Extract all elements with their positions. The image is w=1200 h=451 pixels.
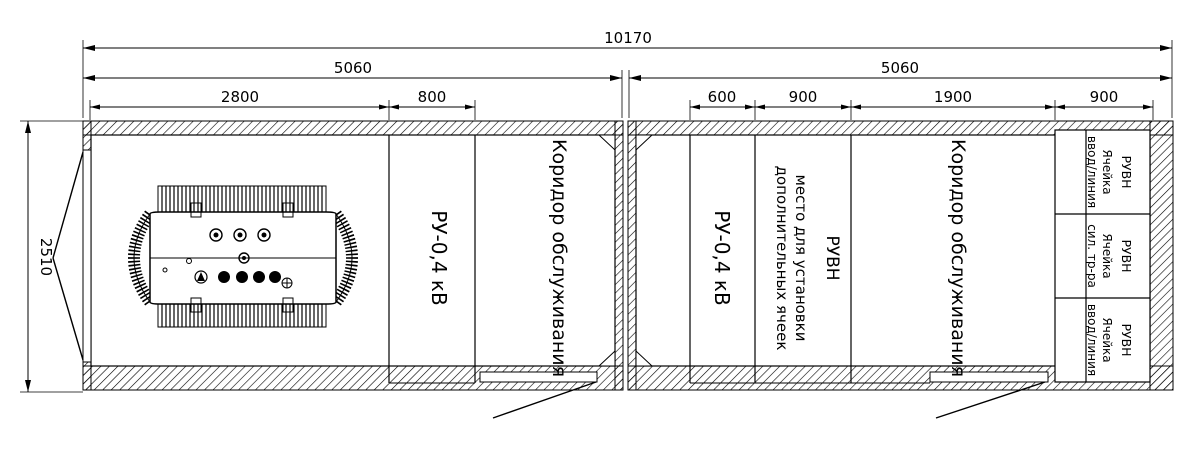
dimension-height: 2510 xyxy=(20,120,83,393)
svg-text:РУВН: РУВН xyxy=(1119,323,1134,356)
dimension-halves: 5060 5060 xyxy=(83,59,1172,118)
dimension-overall: 10170 xyxy=(82,29,1173,118)
left-corridor-label: Коридор обслуживания xyxy=(548,139,570,377)
svg-text:сил. тр-ра: сил. тр-ра xyxy=(1085,224,1099,288)
dim-height: 2510 xyxy=(37,238,55,276)
dim-right-corridor: 1900 xyxy=(934,88,972,106)
rvn-cells: РУВН Ячейка ввод/линия РУВН Ячейка сил. … xyxy=(1085,136,1134,376)
cell-input-line-top: РУВН Ячейка ввод/линия xyxy=(1085,136,1134,208)
dim-right-ru: 600 xyxy=(708,88,737,106)
rvn-title: РУВН xyxy=(822,235,842,280)
left-ru-label: РУ-0,4 кВ xyxy=(427,210,451,305)
svg-text:ввод/линия: ввод/линия xyxy=(1085,136,1099,208)
dimension-sections: 2800 800 600 900 1900 900 xyxy=(89,88,1154,120)
dim-transformer-room: 2800 xyxy=(221,88,259,106)
svg-text:ввод/линия: ввод/линия xyxy=(1085,304,1099,376)
dim-cells: 900 xyxy=(1090,88,1119,106)
radiator-right xyxy=(331,210,358,306)
svg-text:РУВН: РУВН xyxy=(1119,155,1134,188)
cell-input-line-bottom: РУВН Ячейка ввод/линия xyxy=(1085,304,1134,376)
doors xyxy=(52,151,1046,419)
dim-total-length: 10170 xyxy=(604,29,652,47)
room-dividers xyxy=(388,129,1151,384)
svg-text:РУВН: РУВН xyxy=(1119,239,1134,272)
right-corridor-label: Коридор обслуживания xyxy=(947,139,969,377)
right-ru-label: РУ-0,4 кВ xyxy=(710,210,734,305)
rvn-line1: место для установки xyxy=(792,175,810,342)
transformer-symbol xyxy=(128,185,358,328)
room-labels: РУ-0,4 кВ Коридор обслуживания РУ-0,4 кВ… xyxy=(427,139,969,377)
dim-left-ru: 800 xyxy=(418,88,447,106)
dim-left-half: 5060 xyxy=(334,59,372,77)
rvn-line2: дополнительных ячеек xyxy=(773,166,791,351)
dim-right-half: 5060 xyxy=(881,59,919,77)
cell-power-transformer: РУВН Ячейка сил. тр-ра xyxy=(1085,224,1134,288)
svg-text:Ячейка: Ячейка xyxy=(1100,233,1114,278)
radiator-left xyxy=(128,210,155,306)
dim-rvn: 900 xyxy=(789,88,818,106)
svg-text:Ячейка: Ячейка xyxy=(1100,149,1114,194)
svg-text:Ячейка: Ячейка xyxy=(1100,317,1114,362)
